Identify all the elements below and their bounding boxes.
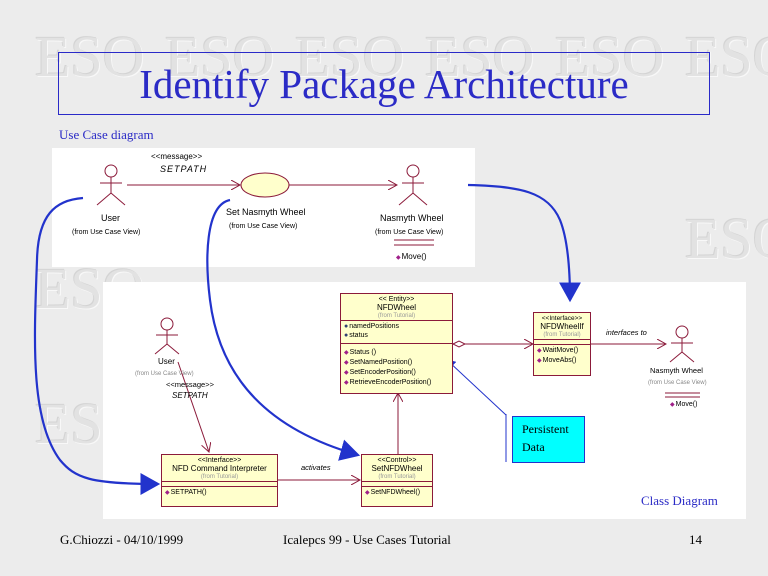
mapping-arrow-nasmyth — [467, 183, 581, 303]
class-operation: WaitMove() — [537, 346, 587, 356]
class-stereotype: <<Interface>> — [541, 315, 583, 322]
uc-nasmyth-from: (from Use Case View) — [375, 229, 444, 236]
uc-nasmyth-name: Nasmyth Wheel — [380, 213, 444, 223]
class-name: SetNFDWheel — [371, 464, 423, 473]
uc-user-actor-icon — [96, 164, 126, 206]
persistent-data-note[interactable]: Persistent Data — [512, 416, 585, 463]
cd-user-name: User — [158, 357, 175, 366]
cd-message-line — [177, 361, 209, 452]
class-operations: Status () SetNamedPosition() SetEncoderP… — [341, 343, 452, 389]
class-name: NFDWheelIf — [540, 322, 584, 331]
activates-label: activates — [301, 463, 331, 472]
class-stereotype: << Entity>> — [378, 296, 415, 303]
class-name: NFDWheel — [376, 303, 417, 312]
class-operation: RetrieveEncoderPosition() — [344, 378, 449, 388]
uc-message-stereotype: <<message>> — [151, 152, 203, 161]
class-setnfdwheel[interactable]: <<Control>> SetNFDWheel (from Tutorial) … — [361, 454, 433, 507]
use-case-diagram-panel — [52, 148, 475, 267]
cd-user-from: (from Use Case View) — [135, 371, 194, 377]
uc-user-from: (from Use Case View) — [72, 229, 141, 236]
class-stereotype: <<Control>> — [377, 457, 417, 464]
cd-nasmyth-operation: Move() — [670, 401, 698, 408]
uc-nasmyth-actor-icon — [398, 164, 428, 206]
class-header: <<Interface>> NFD Command Interpreter (f… — [162, 455, 277, 481]
class-diagram-label: Class Diagram — [641, 493, 718, 508]
cd-nasmyth-name: Nasmyth Wheel — [650, 366, 703, 375]
class-nfd-command-interpreter[interactable]: <<Interface>> NFD Command Interpreter (f… — [161, 454, 278, 507]
class-operation: Status () — [344, 348, 449, 358]
title-box: Identify Package Architecture — [58, 52, 710, 115]
class-attributes — [362, 481, 432, 486]
class-stereotype: <<Interface>> — [197, 457, 242, 464]
class-operation: SetEncoderPosition() — [344, 368, 449, 378]
uc-use-case-from: (from Use Case View) — [229, 223, 298, 230]
class-operation: MoveAbs() — [537, 356, 587, 366]
class-attribute: namedPositions — [344, 322, 449, 331]
class-attributes: namedPositions status — [341, 320, 452, 343]
class-from: (from Tutorial) — [377, 313, 416, 319]
class-attribute: status — [344, 331, 449, 340]
uc-user-name: User — [101, 213, 121, 223]
class-from: (from Tutorial) — [378, 474, 416, 480]
footer-author-date: G.Chiozzi - 04/10/1999 — [60, 532, 184, 547]
note-anchor-line — [446, 359, 507, 416]
aggregation-diamond — [451, 340, 467, 348]
class-from: (from Tutorial) — [543, 332, 581, 338]
class-operation: SetNFDWheel() — [365, 488, 429, 498]
mapping-arrow-user — [33, 196, 161, 495]
cd-nasmyth-from: (from Use Case View) — [648, 380, 707, 386]
note-line: Data — [522, 440, 545, 454]
cd-user-actor-icon — [154, 317, 180, 355]
note-line: Persistent — [522, 422, 569, 436]
mapping-arrow-usecase — [206, 198, 361, 461]
uc-use-case-ellipse[interactable] — [240, 172, 290, 198]
class-attributes — [534, 339, 590, 344]
footer-page-number: 14 — [689, 532, 702, 547]
class-operations: SetNFDWheel() — [362, 486, 432, 499]
cd-nasmyth-actor-icon — [669, 325, 695, 363]
uc-nasmyth-operation: Move() — [396, 252, 427, 261]
class-operations: SETPATH() — [162, 486, 277, 499]
class-nfdwheel[interactable]: << Entity>> NFDWheel (from Tutorial) nam… — [340, 293, 453, 394]
interfaces-to-label: interfaces to — [606, 328, 647, 337]
cd-message-stereotype: <<message>> — [166, 380, 214, 389]
class-attributes — [162, 481, 277, 486]
class-name: NFD Command Interpreter — [172, 464, 267, 473]
slide-title: Identify Package Architecture — [139, 60, 629, 107]
class-header: <<Interface>> NFDWheelIf (from Tutorial) — [534, 313, 590, 339]
class-operation: SetNamedPosition() — [344, 358, 449, 368]
cd-message-name: SETPATH — [172, 391, 208, 400]
class-header: <<Control>> SetNFDWheel (from Tutorial) — [362, 455, 432, 481]
class-header: << Entity>> NFDWheel (from Tutorial) — [341, 294, 452, 320]
class-operations: WaitMove() MoveAbs() — [534, 344, 590, 367]
class-from: (from Tutorial) — [200, 474, 239, 480]
footer-event: Icalepcs 99 - Use Cases Tutorial — [283, 532, 451, 547]
class-nfdwheelif[interactable]: <<Interface>> NFDWheelIf (from Tutorial)… — [533, 312, 591, 376]
class-operation: SETPATH() — [165, 488, 274, 498]
use-case-section-label: Use Case diagram — [59, 127, 154, 142]
uc-use-case-name[interactable]: Set Nasmyth Wheel — [226, 207, 306, 217]
uc-message-name: SETPATH — [160, 164, 208, 174]
